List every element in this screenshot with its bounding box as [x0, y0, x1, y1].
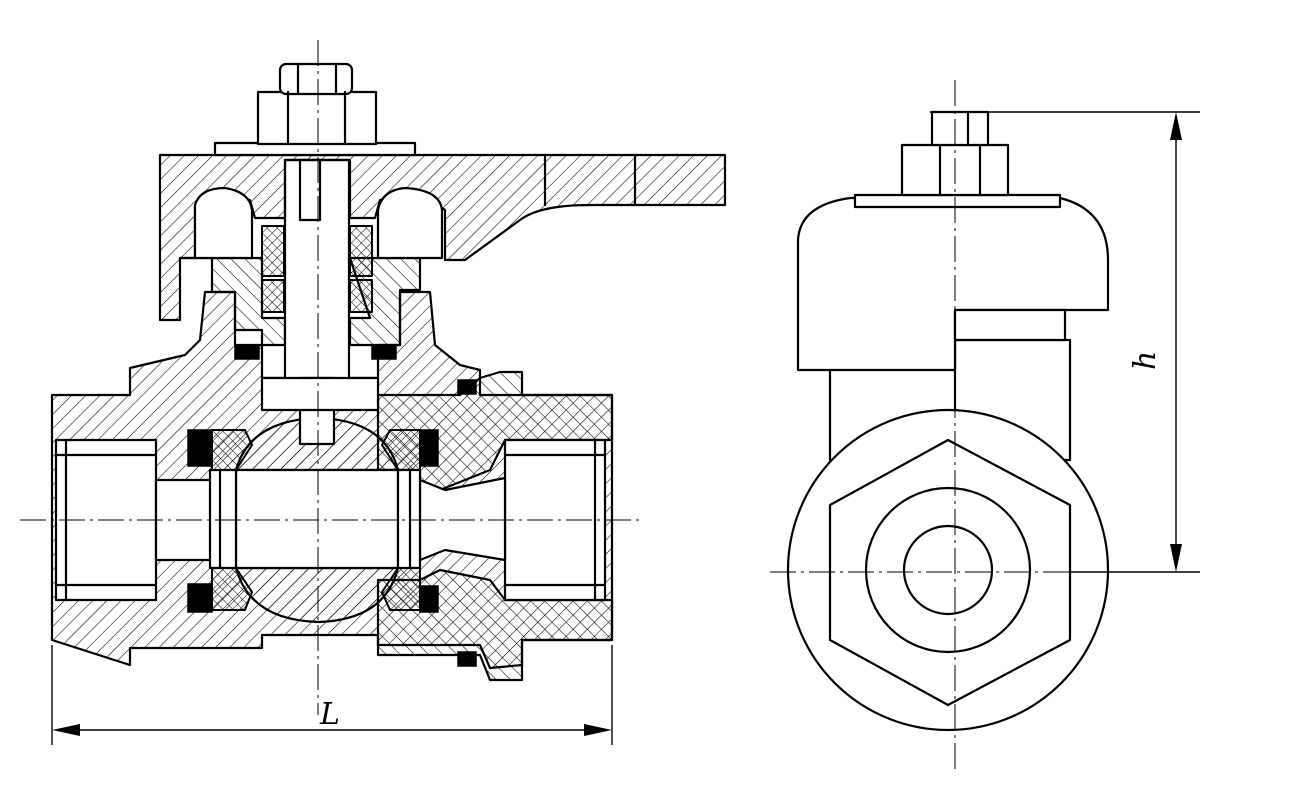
stem-nut [256, 90, 378, 146]
dimension-length: L [51, 645, 613, 745]
packing-upper-left [261, 225, 285, 277]
stem-bolt-head [278, 62, 354, 96]
height-label: h [1128, 351, 1163, 370]
seat-bottom-right [381, 567, 421, 611]
packing-upper-right [349, 225, 373, 277]
side-bolt-head [930, 110, 990, 147]
side-view [770, 80, 1130, 770]
hex-inner-ring [864, 486, 1032, 654]
port-opening [902, 524, 994, 616]
flow-passage-right [418, 476, 507, 562]
side-handle [796, 196, 1110, 372]
ball-bore [234, 468, 400, 570]
length-label: L [319, 697, 340, 732]
dimension-height: h [930, 111, 1200, 573]
section-view [20, 40, 727, 715]
